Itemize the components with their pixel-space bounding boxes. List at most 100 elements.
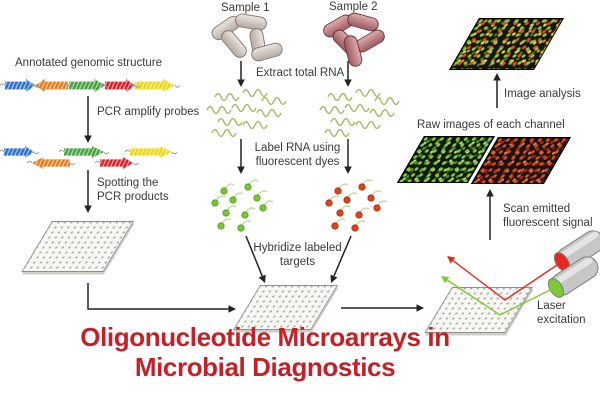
- raw-images-label: Raw images of each channel: [417, 119, 565, 131]
- rna-tail: [233, 192, 244, 198]
- gene-arrow: [35, 79, 68, 92]
- laser-cylinder: [547, 256, 599, 298]
- arrowhead: [441, 276, 450, 284]
- arrowhead: [237, 79, 245, 87]
- rna-squiggle: [242, 120, 268, 130]
- laser-cylinder: [553, 230, 600, 272]
- dna-strand-tick: [124, 149, 131, 153]
- rna-squiggle: [355, 120, 381, 130]
- dna-strand-tick: [103, 151, 110, 155]
- sample1-label: Sample 1: [221, 2, 270, 14]
- labeled-rna-dot: [244, 183, 252, 191]
- arrowhead: [237, 166, 245, 174]
- rna-tail: [335, 218, 346, 224]
- rna-tail: [371, 190, 382, 196]
- laser-excitation-label: Laser excitation: [537, 300, 586, 327]
- rna-tail: [263, 200, 274, 206]
- laser-aperture: [553, 252, 571, 272]
- gene-arrow: [135, 79, 175, 92]
- rna-tail: [347, 192, 358, 198]
- arrowhead: [493, 73, 501, 81]
- rna-tail: [362, 179, 373, 185]
- rna-tail: [257, 190, 268, 196]
- gene-arrow: [4, 146, 34, 158]
- dna-strand-tick: [171, 151, 178, 155]
- rna-squiggle: [330, 117, 356, 127]
- rna-squiggle: [217, 117, 243, 127]
- rna-squiggle: [231, 103, 257, 113]
- gene-arrow: [130, 146, 172, 158]
- labeled-rna-dot: [253, 194, 261, 202]
- label-rna-label: Label RNA using fluorescent dyes: [254, 142, 341, 169]
- rna-tail: [377, 200, 388, 206]
- dna-strand-tick: [174, 85, 181, 88]
- arrowhead: [258, 274, 266, 283]
- labeled-rna-dot: [373, 204, 381, 212]
- labeled-rna-dot: [358, 183, 366, 191]
- rna-squiggle: [369, 108, 395, 118]
- labeled-rna-dot: [211, 199, 219, 207]
- dna-strand-tick: [69, 162, 76, 166]
- rna-squiggle: [324, 128, 350, 138]
- rna-squiggle: [256, 108, 282, 118]
- laser-aperture: [547, 278, 565, 298]
- extract-rna-label: Extract total RNA: [256, 67, 345, 79]
- labeled-rna-dot: [331, 222, 339, 230]
- gene-arrow: [32, 157, 70, 169]
- spotting-label: Spotting the PCR products: [97, 177, 169, 204]
- labeled-rna-dot: [220, 187, 228, 195]
- combined-channel-image: [448, 18, 564, 70]
- dna-strand-tick: [33, 151, 40, 155]
- rna-squiggle: [374, 96, 400, 106]
- gene-arrow: [100, 157, 133, 169]
- rna-squiggle: [211, 128, 237, 138]
- gene-arrow: [69, 79, 105, 92]
- rna-squiggle: [327, 92, 353, 102]
- rna-tail: [355, 220, 366, 226]
- rna-tail: [338, 183, 349, 189]
- arrowhead: [84, 205, 92, 213]
- gene-arrow: [64, 146, 104, 158]
- hybridize-label: Hybridize labeled targets: [253, 242, 342, 269]
- arrowhead: [330, 274, 338, 283]
- arrowhead: [447, 256, 456, 264]
- rna-tail: [329, 195, 340, 201]
- gene-arrow: [105, 79, 135, 92]
- arrowhead: [228, 305, 236, 313]
- labeled-rna-dot: [336, 209, 344, 217]
- rna-squiggle: [261, 96, 287, 106]
- labeled-rna-dot: [229, 196, 237, 204]
- rna-tail: [340, 205, 351, 211]
- labeled-rna-dot: [343, 196, 351, 204]
- dna-strand-tick: [132, 162, 139, 166]
- rna-tail: [224, 183, 235, 189]
- labeled-rna-dot: [237, 224, 245, 232]
- rna-tail: [241, 220, 252, 226]
- scan-signal-label: Scan emitted fluorescent signal: [503, 203, 593, 230]
- rna-squiggle: [344, 103, 370, 113]
- page-title: Oligonucleotide Microarrays in Microbial…: [80, 322, 450, 383]
- pcr-amplify-label: PCR amplify probes: [97, 106, 200, 118]
- flow-arrow: [87, 283, 229, 310]
- sample2-label: Sample 2: [329, 1, 378, 13]
- rna-tail: [226, 205, 237, 211]
- arrowhead: [344, 166, 352, 174]
- dna-strand-tick: [26, 160, 33, 164]
- bacterium: [218, 27, 250, 61]
- rna-tail: [245, 207, 256, 213]
- rna-squiggle: [242, 88, 268, 98]
- gene-arrow: [5, 79, 35, 92]
- rna-tail: [221, 218, 232, 224]
- labeled-rna-dot: [355, 211, 363, 219]
- rna-squiggle: [355, 88, 381, 98]
- labeled-rna-dot: [217, 222, 225, 230]
- arrowhead: [344, 79, 352, 87]
- labeled-rna-dot: [241, 211, 249, 219]
- arrowhead: [416, 304, 424, 312]
- rna-squiggle: [319, 105, 345, 115]
- dna-strand-tick: [0, 149, 5, 153]
- dna-strand-tick: [94, 160, 101, 164]
- labeled-rna-dot: [325, 199, 333, 207]
- rna-squiggle: [206, 105, 232, 115]
